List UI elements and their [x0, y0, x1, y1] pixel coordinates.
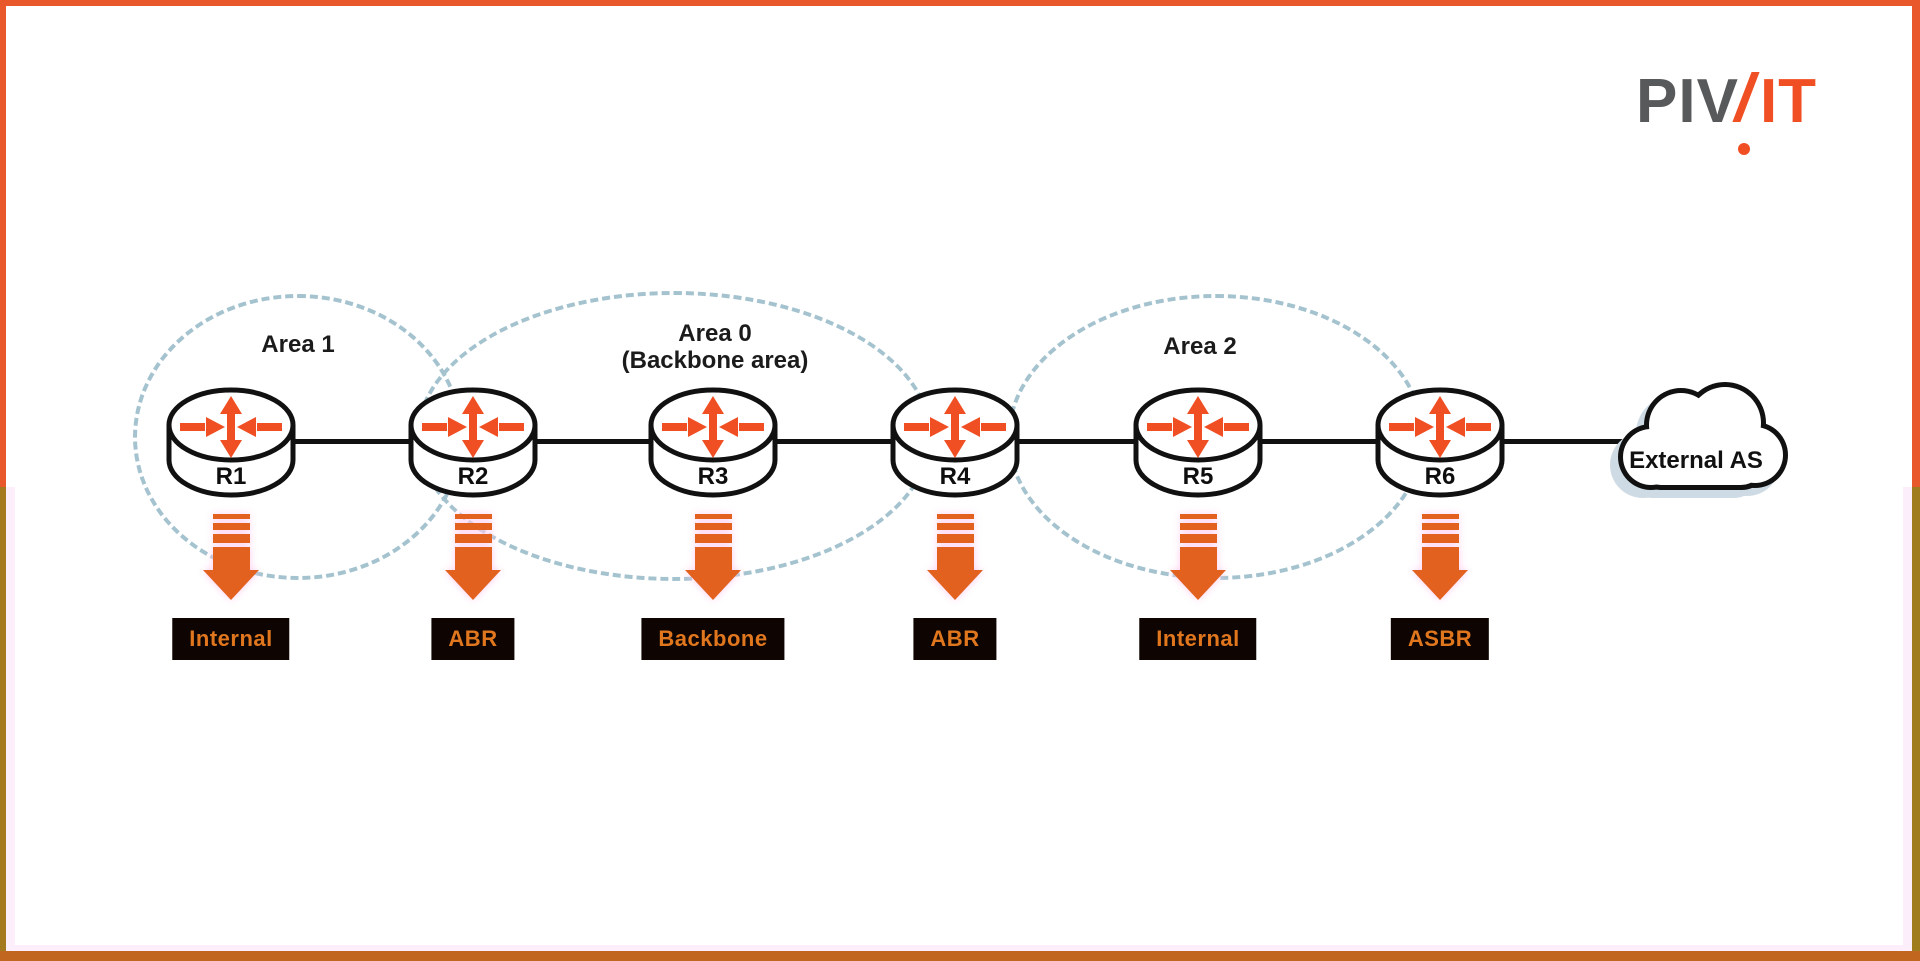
router-name: R1: [215, 463, 247, 490]
external-as-cloud-icon: [1610, 382, 1788, 498]
area-0-label: Area 0 (Backbone area): [621, 320, 809, 374]
router-5: R5 Internal: [1132, 385, 1264, 685]
router-icon: [648, 387, 778, 498]
logo-text-orange: IT: [1759, 67, 1818, 136]
router-name: R4: [939, 463, 971, 490]
frame-border-left-lower: [0, 487, 6, 961]
router-name: R3: [697, 463, 729, 490]
external-as-label: External AS: [1629, 447, 1763, 474]
router-role-badge: ABR: [431, 618, 515, 660]
router-role-badge: ASBR: [1390, 618, 1490, 660]
router-1: R1 Internal: [165, 385, 297, 685]
router-icon: [408, 387, 538, 498]
down-arrow-icon: [1170, 514, 1226, 600]
logo-slash-icon: [1732, 66, 1760, 155]
frame-border-top: [0, 0, 1920, 6]
router-3: R3 Backbone: [641, 385, 785, 685]
router-name: R6: [1424, 463, 1456, 490]
frame-border-left: [0, 0, 6, 487]
frame-border-right: [1912, 0, 1920, 487]
logo-text-gray: PIV: [1636, 67, 1739, 136]
router-name: R5: [1182, 463, 1214, 490]
down-arrow-icon: [445, 514, 501, 600]
router-name: R2: [457, 463, 489, 490]
router-2: R2 ABR: [407, 385, 539, 685]
down-arrow-icon: [685, 514, 741, 600]
router-4: R4 ABR: [889, 385, 1021, 685]
router-role-badge: Backbone: [641, 618, 785, 660]
tint-strip-bottom: [6, 945, 1903, 951]
down-arrow-icon: [1412, 514, 1468, 600]
router-6: R6 ASBR: [1374, 385, 1506, 685]
logo-dot-icon: [1737, 143, 1750, 155]
router-icon: [890, 387, 1020, 498]
down-arrow-icon: [203, 514, 259, 600]
frame-border-bottom: [0, 951, 1920, 961]
router-role-badge: ABR: [913, 618, 997, 660]
router-role-badge: Internal: [1139, 618, 1257, 660]
area-1-label: Area 1: [261, 331, 335, 358]
router-icon: [1133, 387, 1263, 498]
router-icon: [1375, 387, 1505, 498]
pivit-logo: PIV IT: [1636, 66, 1818, 155]
tint-strip-left: [6, 487, 15, 951]
down-arrow-icon: [927, 514, 983, 600]
router-icon: [166, 387, 296, 498]
router-role-badge: Internal: [172, 618, 290, 660]
area-2-label: Area 2: [1163, 333, 1237, 360]
frame-border-right-lower: [1912, 487, 1920, 961]
tint-strip-right: [1903, 487, 1912, 951]
